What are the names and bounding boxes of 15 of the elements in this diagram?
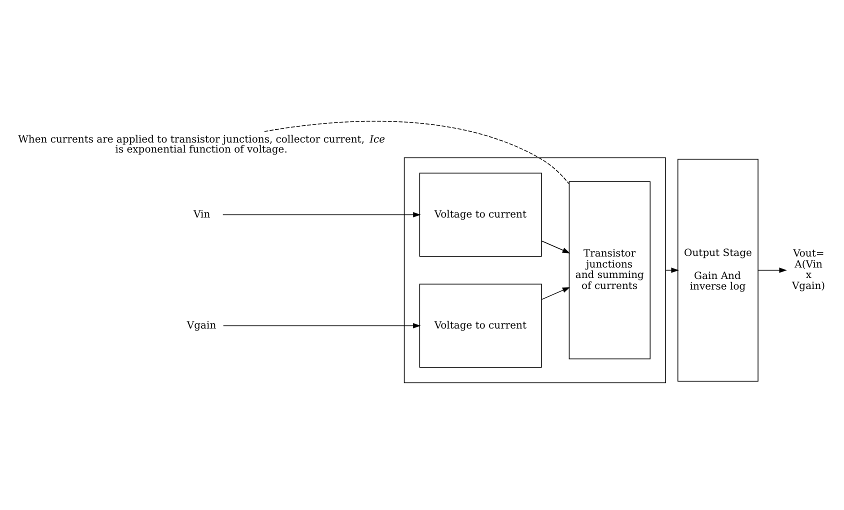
arrow [758,268,787,273]
arrow [222,323,421,328]
node-text: Vin [193,209,210,220]
arrow [222,212,421,218]
node-box: Voltage to current [419,284,542,368]
node-text: Vout= A(Vin x Vgain) [792,248,826,292]
node-text: When currents are applied to transistor junctions, collector current, Ice is exponential function of voltage. [18,134,386,156]
node-text: Vgain [186,320,216,332]
cluster [404,157,666,384]
node-box: Output Stage Gain And inverse log [678,158,758,382]
arrow [541,240,570,254]
node-box: Transistor junctions and summing of currents [568,181,651,360]
arrow [541,287,570,300]
node-box: Voltage to current [419,172,542,257]
connector [264,120,570,184]
